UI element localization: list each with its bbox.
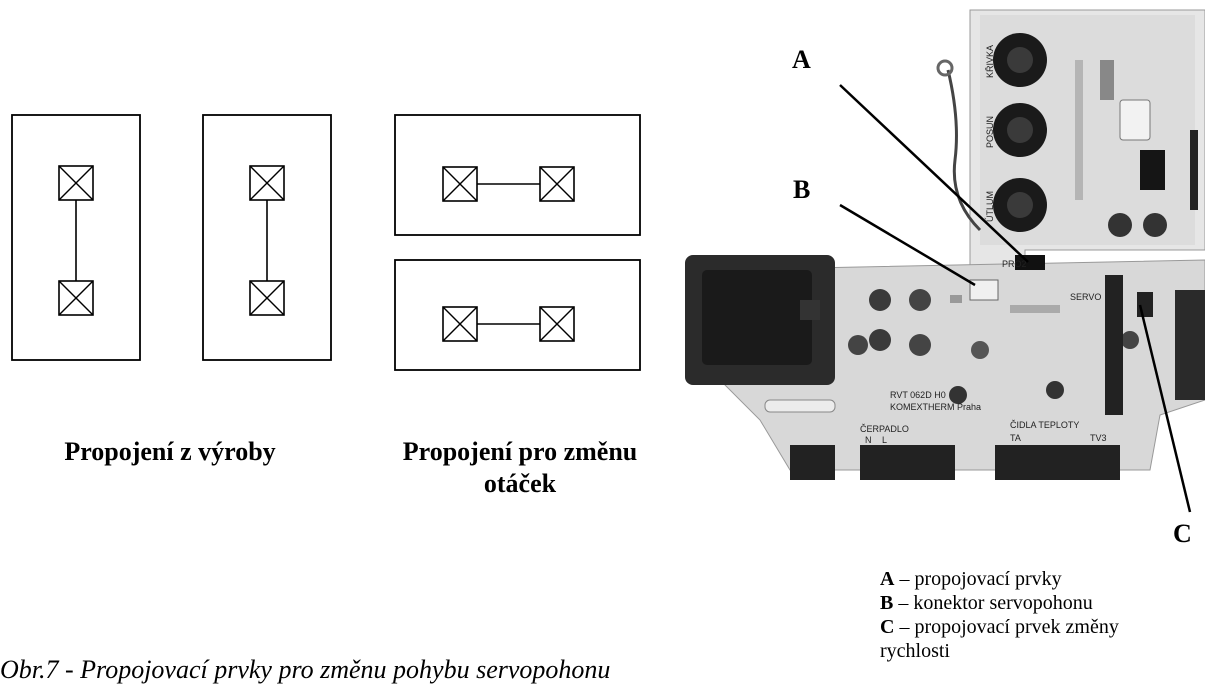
label-n: N: [865, 435, 872, 445]
change-caption: Propojení pro změnu otáček: [402, 437, 638, 498]
change-jumper-2: [394, 259, 641, 371]
servo-connector-icon: [969, 279, 999, 301]
label-tv: TV3: [1090, 433, 1107, 443]
jumper-diagrams: [11, 114, 641, 371]
factory-jumper-1: [11, 114, 141, 361]
factory-caption: Propojení z výroby: [64, 437, 276, 466]
label-servo: SERVO: [1070, 292, 1101, 302]
callout-c: C: [1173, 519, 1192, 548]
legend: A – propojovací prvky B – konektor servo…: [880, 567, 1180, 663]
legend-item-b: B – konektor servopohonu: [880, 592, 1093, 614]
callout-b: B: [793, 175, 811, 204]
legend-item-a: A – propojovací prvky: [880, 568, 1062, 590]
label-cerpadlo: ČERPADLO: [860, 424, 909, 434]
pcb-photo: KŘIVKA POSUN ÚTLUM PRO2: [685, 9, 1205, 480]
legend-item-c: C – propojovací prvek změny rychlosti: [880, 616, 1119, 662]
change-jumper-1: [394, 114, 641, 236]
label-krivka: KŘIVKA: [985, 45, 995, 78]
label-posun: POSUN: [985, 116, 995, 148]
label-ta: TA: [1010, 433, 1021, 443]
label-utlum: ÚTLUM: [985, 191, 995, 222]
potentiometer-icon: [993, 33, 1047, 232]
label-cidla: ČIDLA TEPLOTY: [1010, 420, 1079, 430]
figure-caption: Obr.7 - Propojovací prvky pro změnu pohy…: [0, 655, 611, 684]
callout-a: A: [792, 45, 811, 74]
label-l: L: [882, 435, 887, 445]
capacitor-icon: [848, 289, 1139, 404]
label-maker: KOMEXTHERM Praha: [890, 402, 981, 412]
terminal-block-icon: [790, 445, 1120, 480]
jumper-a-icon: [1015, 255, 1045, 270]
factory-jumper-2: [202, 114, 332, 361]
label-pro2: PRO2: [1002, 259, 1027, 269]
label-model: RVT 062D H0: [890, 390, 946, 400]
